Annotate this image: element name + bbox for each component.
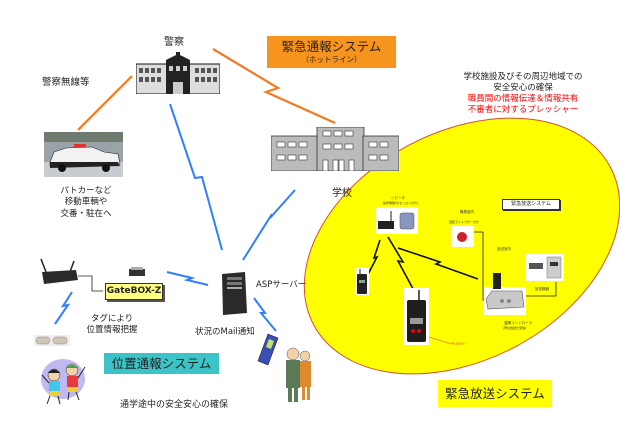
- reader-tag-link: [54, 291, 73, 325]
- hotline-link: [212, 48, 336, 125]
- server-phone-link: [253, 297, 277, 332]
- tag-caption: タグにより 位置情報把握: [82, 314, 142, 336]
- parents-illustration: [286, 347, 311, 402]
- mail-notice-label: 状況のMail通知: [195, 327, 255, 337]
- location-tags-photo: [34, 335, 70, 346]
- handheld-radio-large-photo: [404, 288, 429, 345]
- tag-reader-device-icon: [40, 258, 78, 284]
- school-label: 学校: [332, 188, 352, 199]
- school-goal-line-2: 安全安心の確保: [493, 83, 553, 93]
- controller-equipment-wire: [524, 282, 557, 297]
- broadcast-equipment-photo: [526, 254, 564, 281]
- emergency-report-system-title: 緊急通報システム: [281, 39, 382, 54]
- push-label: PUSH!!!: [452, 342, 466, 346]
- emergency-report-system-box: 緊急通報システム （ホットライン）: [267, 36, 396, 68]
- patrol-car-photo: [44, 132, 123, 177]
- patrol-car-caption-line-2: 移動車輌や: [64, 197, 108, 208]
- controller-label: 遠隔コントローラ: [504, 321, 532, 325]
- controller-sublabel: (緊急放送を受信): [503, 326, 527, 330]
- police-server-link: [169, 103, 223, 251]
- school-area-ellipse: [303, 117, 620, 375]
- school-goal-red-line-2: 不審者に対するプレッシャー: [467, 105, 579, 115]
- remote-controller-photo: [484, 273, 526, 315]
- emergency-broadcast-tag: 緊急放送システム: [502, 199, 560, 210]
- gatebox-device-icon: [129, 267, 145, 276]
- repeater-sublabel: 操作機能付(センロン付き): [383, 201, 419, 205]
- mobile-phone-icon: [257, 333, 279, 366]
- police-radio-link: [77, 75, 133, 131]
- police-radio-label: 警察無線等: [42, 77, 90, 88]
- asp-server-label: ASPサーバー: [256, 280, 307, 290]
- patrol-car-caption-line-3: 交番・駐在へ: [60, 208, 112, 219]
- police-label: 警察: [164, 37, 184, 48]
- repeater-photo: [376, 207, 418, 234]
- gatebox-server-link: [166, 271, 209, 286]
- handheld-radio-small-photo: [355, 268, 369, 295]
- school-goal-line-1: 学校施設及びその周辺地域での: [463, 72, 583, 82]
- school-goal-red-line-1: 職員間の情報伝達＆情報共有: [467, 94, 579, 104]
- push-pointer-line: [424, 335, 453, 345]
- school-server-link: [242, 189, 296, 261]
- broadcast-equipment-label: 放送機器: [535, 287, 549, 291]
- tag-caption-line-1: タグにより: [90, 314, 134, 324]
- school-building-icon: [271, 127, 399, 171]
- repeater-radio2-link: [387, 236, 419, 299]
- school-goal-text: 学校施設及びその周辺地域での 安全安心の確保 職員間の情報伝達＆情報共有 不審者…: [448, 72, 598, 116]
- gatebox-z-label: GateBOX-Z: [105, 283, 163, 300]
- tag-caption-line-2: 位置情報把握: [86, 325, 138, 335]
- reader-gatebox-cable: [78, 275, 103, 292]
- patrol-car-caption: パトカーなど 移動車輌や 交番・駐在へ: [56, 186, 116, 220]
- asp-server-icon: [222, 272, 247, 315]
- emergency-broadcast-system-box: 緊急放送システム: [438, 380, 552, 407]
- broadcast-room-label: 放送室内: [497, 247, 511, 251]
- rotating-alarm-light-photo: [452, 226, 474, 247]
- alarm-label: 回転ライトブザー付き: [449, 220, 480, 224]
- repeater-radio1-link: [364, 239, 381, 281]
- emergency-report-system-subtitle: （ホットライン）: [301, 55, 362, 64]
- repeater-label: リピータ: [391, 196, 405, 200]
- repeater-controller-link: [397, 247, 479, 280]
- patrol-car-caption-line-1: パトカーなど: [60, 186, 112, 196]
- commute-safety-caption: 通学途中の安全安心の確保: [120, 400, 229, 410]
- children-illustration: [41, 359, 86, 405]
- location-report-system-box: 位置通報システム: [104, 353, 219, 374]
- staff-room-label: 職員室内: [460, 210, 474, 214]
- police-building-icon: [136, 52, 220, 94]
